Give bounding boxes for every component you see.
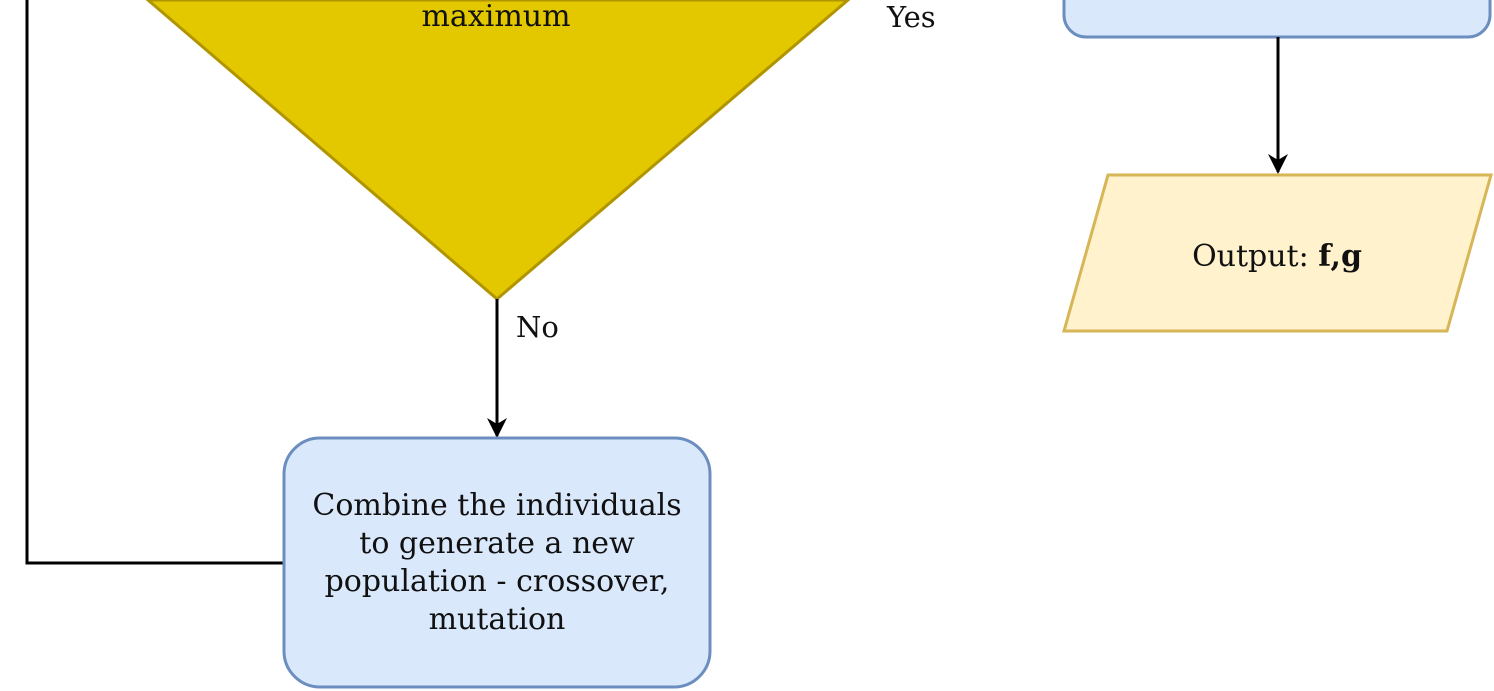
process-line-1: Combine the individuals <box>312 487 682 523</box>
output-prefix: Output: <box>1192 239 1318 274</box>
decision-text: maximum <box>421 0 570 34</box>
process-box <box>282 436 712 689</box>
process-line-2: to generate a new <box>359 525 635 561</box>
output-parallelogram <box>1062 173 1493 333</box>
process-line-3: population - crossover, <box>324 563 670 599</box>
no-label: No <box>516 310 559 344</box>
output-vars: f,g <box>1318 239 1362 274</box>
feedback-loop-edge <box>25 0 284 565</box>
output-text: Output: f,g <box>1192 239 1362 274</box>
decision-diamond <box>145 0 851 301</box>
process-line-4: mutation <box>428 601 566 637</box>
process-box-label: Combine the individuals to generate a ne… <box>286 440 708 685</box>
top-right-box <box>1062 0 1492 39</box>
yes-label: Yes <box>886 0 936 34</box>
